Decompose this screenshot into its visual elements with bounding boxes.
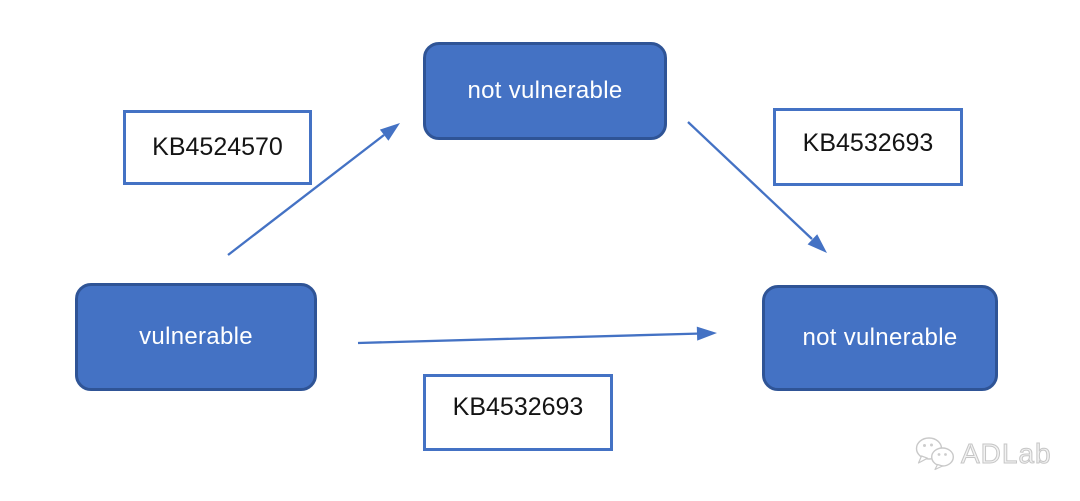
edge-label-text: KB4532693: [802, 128, 934, 157]
watermark-text: ADLab: [961, 438, 1052, 470]
edge-label-text: KB4532693: [452, 393, 584, 421]
edge-label-kb4532693-bottom: KB4532693: [423, 374, 613, 451]
wechat-icon: [915, 437, 955, 471]
node-not-vulnerable-top: not vulnerable: [423, 42, 667, 140]
edge-label-kb4532693-right: KB4532693: [773, 108, 963, 186]
watermark: ADLab: [914, 436, 1052, 472]
node-label: vulnerable: [139, 323, 253, 350]
node-label: not vulnerable: [467, 77, 623, 104]
node-label: not vulnerable: [802, 324, 958, 351]
edge-label-kb4524570: KB4524570: [123, 110, 312, 185]
node-not-vulnerable-right: not vulnerable: [762, 285, 998, 391]
edge-label-text: KB4524570: [152, 133, 283, 161]
arrow-vulnerable-to-right: [357, 326, 717, 345]
node-vulnerable: vulnerable: [75, 283, 317, 391]
